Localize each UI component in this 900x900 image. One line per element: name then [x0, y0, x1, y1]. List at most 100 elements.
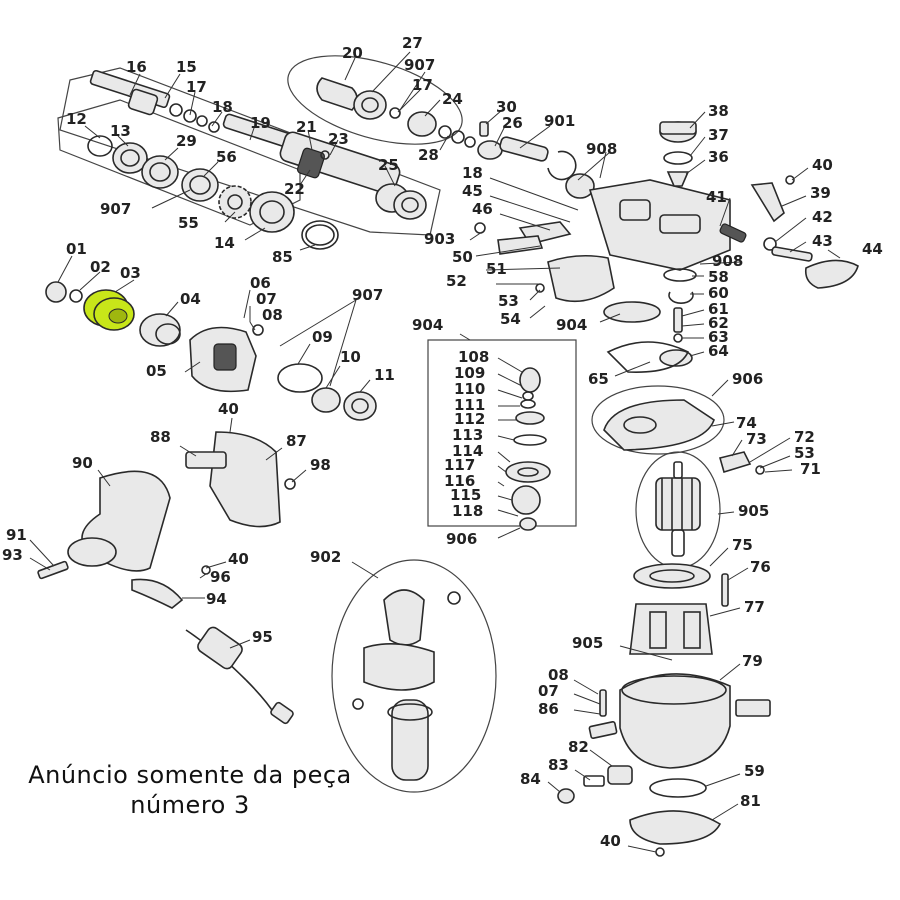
- label-907-top: 907: [404, 56, 435, 74]
- caption: Anúncio somente da peça número 3: [0, 760, 380, 820]
- label-93: 93: [2, 546, 23, 564]
- label-08: 08: [262, 306, 283, 324]
- label-29: 29: [176, 132, 197, 150]
- label-18: 18: [212, 98, 233, 116]
- rear-handle-parts: [185, 431, 296, 528]
- label-95: 95: [252, 628, 273, 646]
- label-907-upper: 907: [100, 200, 131, 218]
- label-74: 74: [736, 414, 757, 432]
- label-27: 27: [402, 34, 423, 52]
- label-19: 19: [250, 114, 271, 132]
- label-902: 902: [310, 548, 341, 566]
- label-64: 64: [708, 342, 729, 360]
- label-85: 85: [272, 248, 293, 266]
- label-38: 38: [708, 102, 729, 120]
- label-96: 96: [210, 568, 231, 586]
- label-907-left: 907: [352, 286, 383, 304]
- label-73: 73: [746, 430, 767, 448]
- label-24: 24: [442, 90, 463, 108]
- leader-lines: [29, 51, 841, 853]
- power-cord-parts: [131, 565, 294, 725]
- label-40-bottom: 40: [600, 832, 621, 850]
- label-91: 91: [6, 526, 27, 544]
- label-116: 116: [444, 472, 475, 490]
- label-58: 58: [708, 268, 729, 286]
- label-13: 13: [110, 122, 131, 140]
- gear-assembly-frame: [57, 67, 441, 236]
- label-906-right: 906: [732, 370, 763, 388]
- label-02: 02: [90, 258, 111, 276]
- ring-pair-25: [375, 183, 427, 220]
- label-98: 98: [310, 456, 331, 474]
- label-84: 84: [520, 770, 541, 788]
- ring-parts-row: [87, 135, 219, 202]
- label-905-lower: 905: [572, 634, 603, 652]
- side-lever-parts: [750, 175, 859, 289]
- caption-line-1: Anúncio somente da peça: [28, 761, 352, 789]
- part-904-box: [427, 339, 577, 531]
- label-36: 36: [708, 148, 729, 166]
- label-901: 901: [544, 112, 575, 130]
- switch-lever-parts: [497, 235, 615, 303]
- label-87: 87: [286, 432, 307, 450]
- label-65: 65: [588, 370, 609, 388]
- label-39: 39: [810, 184, 831, 202]
- label-30: 30: [496, 98, 517, 116]
- label-03: 03: [120, 264, 141, 282]
- gear-and-bearing-parts: [218, 185, 295, 233]
- drive-shaft-part: [279, 131, 401, 195]
- label-81: 81: [740, 792, 761, 810]
- label-82: 82: [568, 738, 589, 756]
- label-17-top: 17: [412, 76, 433, 94]
- part-number-labels: 16 15 17 18 19 12 13 29 56 907 55 14 21 …: [2, 34, 883, 850]
- label-28: 28: [418, 146, 439, 164]
- label-40-left: 40: [228, 550, 249, 568]
- label-59: 59: [744, 762, 765, 780]
- label-41: 41: [706, 188, 727, 206]
- label-40-mid: 40: [218, 400, 239, 418]
- label-08-lower: 08: [548, 666, 569, 684]
- label-23: 23: [328, 130, 349, 148]
- label-51: 51: [486, 260, 507, 278]
- label-25: 25: [378, 156, 399, 174]
- piston-parts: [477, 121, 595, 199]
- label-16: 16: [126, 58, 147, 76]
- front-parts-row: [45, 281, 264, 393]
- label-117: 117: [444, 456, 475, 474]
- stator-parts: [629, 563, 729, 655]
- label-115: 115: [450, 486, 481, 504]
- label-111: 111: [454, 396, 485, 414]
- label-77: 77: [744, 598, 765, 616]
- label-905-right: 905: [738, 502, 769, 520]
- label-94: 94: [206, 590, 227, 608]
- label-63: 63: [708, 328, 729, 346]
- label-72: 72: [794, 428, 815, 446]
- label-42: 42: [812, 208, 833, 226]
- label-50: 50: [452, 248, 473, 266]
- label-61: 61: [708, 300, 729, 318]
- label-26: 26: [502, 114, 523, 132]
- label-12: 12: [66, 110, 87, 128]
- label-53: 53: [498, 292, 519, 310]
- label-904-right: 904: [556, 316, 587, 334]
- label-09: 09: [312, 328, 333, 346]
- label-110: 110: [454, 380, 485, 398]
- label-07-lower: 07: [538, 682, 559, 700]
- label-903: 903: [424, 230, 455, 248]
- label-90: 90: [72, 454, 93, 472]
- label-10: 10: [340, 348, 361, 366]
- rear-ring-parts: [277, 363, 377, 421]
- label-904-box: 904: [412, 316, 443, 334]
- label-62: 62: [708, 314, 729, 332]
- label-76: 76: [750, 558, 771, 576]
- label-05: 05: [146, 362, 167, 380]
- label-113: 113: [452, 426, 483, 444]
- motor-housing-79: [588, 673, 771, 769]
- gear-plate-906: [591, 385, 765, 475]
- label-15: 15: [176, 58, 197, 76]
- label-908-right: 908: [712, 252, 743, 270]
- label-112: 112: [454, 410, 485, 428]
- label-114: 114: [452, 442, 483, 460]
- armature-905: [635, 451, 721, 569]
